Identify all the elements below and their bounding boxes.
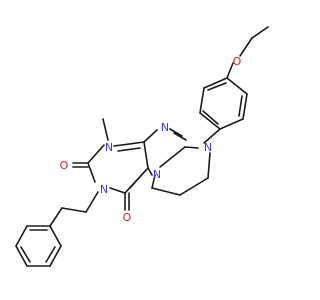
bond	[219, 118, 244, 130]
bond	[85, 191, 99, 213]
bond	[15, 245, 28, 267]
bond	[143, 129, 158, 143]
double-bond	[207, 82, 227, 91]
atom-label-nitrogen: N	[161, 121, 169, 134]
bond	[151, 174, 156, 189]
atom-label-nitrogen: N	[105, 141, 113, 154]
molecule-canvas: O N N N O N N O	[15, 26, 269, 267]
double-bond	[117, 147, 141, 152]
double-bond	[20, 246, 31, 263]
pyrimidinedione-ring	[87, 141, 149, 194]
bond-ethyl-ch3	[251, 26, 269, 39]
tetrahydropyrimidine-ring	[151, 146, 211, 196]
bond	[199, 112, 221, 130]
double-bond	[202, 110, 219, 125]
bond	[203, 77, 228, 89]
atom-label-oxygen: O	[233, 55, 242, 68]
bond	[199, 87, 205, 114]
bond-aryl-n	[203, 128, 221, 144]
atom-label-nitrogen: N	[100, 183, 108, 196]
bond	[207, 152, 211, 179]
bond	[61, 207, 87, 213]
double-bond	[238, 95, 243, 117]
bond	[242, 93, 248, 120]
ethoxy-group	[226, 26, 269, 79]
bond	[49, 245, 62, 267]
atom-label-nitrogen: N	[153, 168, 161, 181]
bond	[184, 146, 199, 149]
bond	[113, 141, 145, 147]
double-bond	[45, 246, 56, 263]
double-bond	[173, 132, 187, 141]
bond	[143, 141, 149, 169]
bond-o-aryl	[226, 62, 234, 79]
bond-ethyl-o	[239, 37, 253, 57]
bond	[109, 187, 126, 194]
phenyl-ring	[15, 225, 62, 267]
double-bond	[129, 169, 147, 189]
bond	[49, 207, 63, 227]
bond	[15, 225, 28, 247]
bond	[147, 167, 153, 176]
bond	[169, 128, 183, 137]
ethoxyphenyl-ring	[199, 77, 248, 130]
phenethyl-chain	[49, 191, 99, 227]
bond	[159, 146, 186, 168]
atom-label-oxygen: O	[123, 211, 132, 224]
bond	[87, 144, 105, 164]
imidazole-ring	[143, 128, 187, 176]
bond	[179, 177, 209, 196]
bond	[151, 187, 181, 196]
bond	[49, 225, 62, 247]
bond	[87, 162, 96, 183]
bond-n1-methyl	[102, 118, 109, 141]
bond	[226, 77, 248, 95]
atom-label-nitrogen: N	[204, 141, 212, 154]
atom-label-oxygen: O	[60, 159, 69, 172]
structure-diagram: O N N N O N N O	[15, 26, 269, 267]
